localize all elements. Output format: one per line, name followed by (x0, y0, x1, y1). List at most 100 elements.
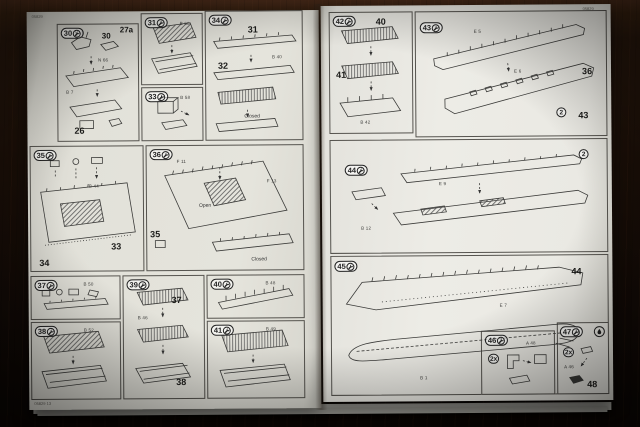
step-number: 43 (422, 22, 432, 33)
wrench-icon (346, 262, 355, 271)
page-code: 05829 (582, 6, 594, 12)
wrench-icon (73, 29, 82, 38)
assembly-ref: 34 (39, 257, 50, 268)
wrench-icon (46, 281, 55, 290)
wrench-icon (138, 280, 147, 289)
step-panel-31: 31 B 60 (140, 12, 204, 86)
wrench-icon (357, 166, 366, 175)
step-badge: 44 (344, 164, 369, 176)
part-code: A 46 (564, 364, 574, 370)
step-number: 38 (37, 326, 47, 336)
assembly-ref: 26 (74, 125, 85, 136)
wrench-icon (222, 280, 231, 289)
step-panel-44: 44 2 E 9 B 12 (329, 138, 609, 254)
part-code: B 48 (265, 280, 276, 286)
assembly-drawing (351, 154, 589, 226)
instruction-booklet: 05829 05829 13 30 30 27a 26 N 66 B 7 (25, 2, 620, 418)
step-panel-47: 47 2x 48 A 46 (556, 322, 610, 395)
part-code: F 13 (266, 178, 277, 184)
step-panel-30: 30 30 27a 26 N 66 B 7 (56, 23, 140, 142)
part-code: E 6 (514, 68, 522, 74)
wrench-icon (157, 92, 166, 101)
assembly-ref: 48 (587, 379, 598, 390)
assembly-ref: 33 (111, 241, 122, 252)
step-number: 46 (487, 335, 497, 345)
part-code: B 58 (180, 94, 191, 100)
assembly-ref: 41 (336, 69, 347, 80)
step-number: 35 (36, 150, 45, 160)
step-badge: 31 (144, 17, 169, 29)
step-badge: 37 (34, 279, 58, 292)
wrench-icon (572, 327, 581, 336)
step-number: 40 (213, 279, 222, 289)
page-code: 05829 (31, 13, 43, 20)
wrench-icon (45, 151, 54, 160)
part-code: B 12 (361, 225, 372, 231)
part-code: B 46 (137, 315, 148, 321)
assembly-drawing (154, 160, 294, 252)
wrench-icon (157, 18, 166, 27)
step-badge: 41 (210, 324, 235, 336)
step-badge: 36 (149, 149, 173, 161)
quantity-badge: 2 (556, 107, 567, 118)
step-panel-46: 46 2x A 48 (480, 330, 556, 395)
assembly-ref: 44 (571, 266, 582, 277)
assembly-ref: 36 (582, 66, 593, 77)
step-badge: 40 (210, 278, 234, 290)
assembly-ref: 43 (578, 110, 589, 121)
step-number: 36 (152, 149, 161, 159)
part-code: F 11 (176, 158, 187, 165)
step-panel-36: 36 35 Open Closed F 11 F 13 (145, 144, 305, 272)
step-panel-38: 38 B 52 (30, 321, 122, 401)
part-code: B 7 (66, 89, 74, 95)
assembly-ref: 40 (375, 16, 386, 27)
part-code: E 5 (473, 28, 482, 34)
wrench-icon (47, 327, 56, 336)
part-code: E 9 (438, 181, 447, 187)
step-badge: 42 (332, 15, 357, 27)
wrench-icon (220, 16, 230, 25)
step-badge: 38 (34, 325, 59, 338)
part-code: B 50 (83, 281, 94, 287)
assembly-ref: 32 (217, 60, 229, 71)
step-number: 39 (129, 280, 138, 290)
step-number: 42 (335, 16, 345, 26)
assembly-ref: 27a (119, 25, 134, 35)
part-code: B 42 (360, 119, 371, 125)
step-badge: 46 (484, 334, 509, 346)
part-code: B 44 (88, 183, 99, 189)
step-number: 34 (211, 15, 221, 25)
part-code: B 1 (420, 375, 428, 381)
wrench-icon (497, 336, 506, 345)
step-badge: 33 (145, 91, 169, 103)
step-panel-33: 33 B 58 (141, 86, 204, 142)
wrench-icon (344, 17, 354, 26)
step-panel-41: 41 B 49 (206, 320, 306, 399)
part-code: B 49 (265, 326, 276, 332)
step-number: 47 (562, 327, 572, 337)
step-badge: 43 (419, 22, 444, 34)
step-panel-39: 39 37 38 B 46 (122, 274, 206, 400)
note-closed: Closed (244, 113, 260, 120)
right-page: 05829 42 40 41 B 42 43 (320, 3, 614, 402)
left-page: 05829 05829 13 30 30 27a 26 N 66 B 7 (26, 10, 322, 411)
note-open: Open (198, 202, 212, 209)
wrench-icon (161, 150, 170, 159)
page-code: 05829 13 (34, 400, 52, 407)
part-code: N 66 (97, 57, 109, 63)
assembly-ref: 37 (171, 294, 182, 306)
assembly-ref: 35 (150, 229, 161, 240)
part-code: B 40 (271, 54, 283, 60)
step-number: 31 (147, 17, 157, 27)
step-number: 37 (37, 280, 46, 290)
wrench-icon (223, 326, 232, 335)
part-code: B 60 (179, 20, 190, 26)
step-panel-35: 35 33 34 B 44 (29, 145, 145, 273)
step-panel-34: 34 31 32 Closed B 40 (204, 10, 304, 141)
step-badge: 34 (208, 14, 233, 26)
step-number: 45 (337, 261, 346, 271)
part-code: E 7 (499, 302, 508, 308)
step-number: 33 (148, 91, 157, 101)
glue-icon (593, 326, 605, 338)
note-closed: Closed (251, 256, 267, 263)
